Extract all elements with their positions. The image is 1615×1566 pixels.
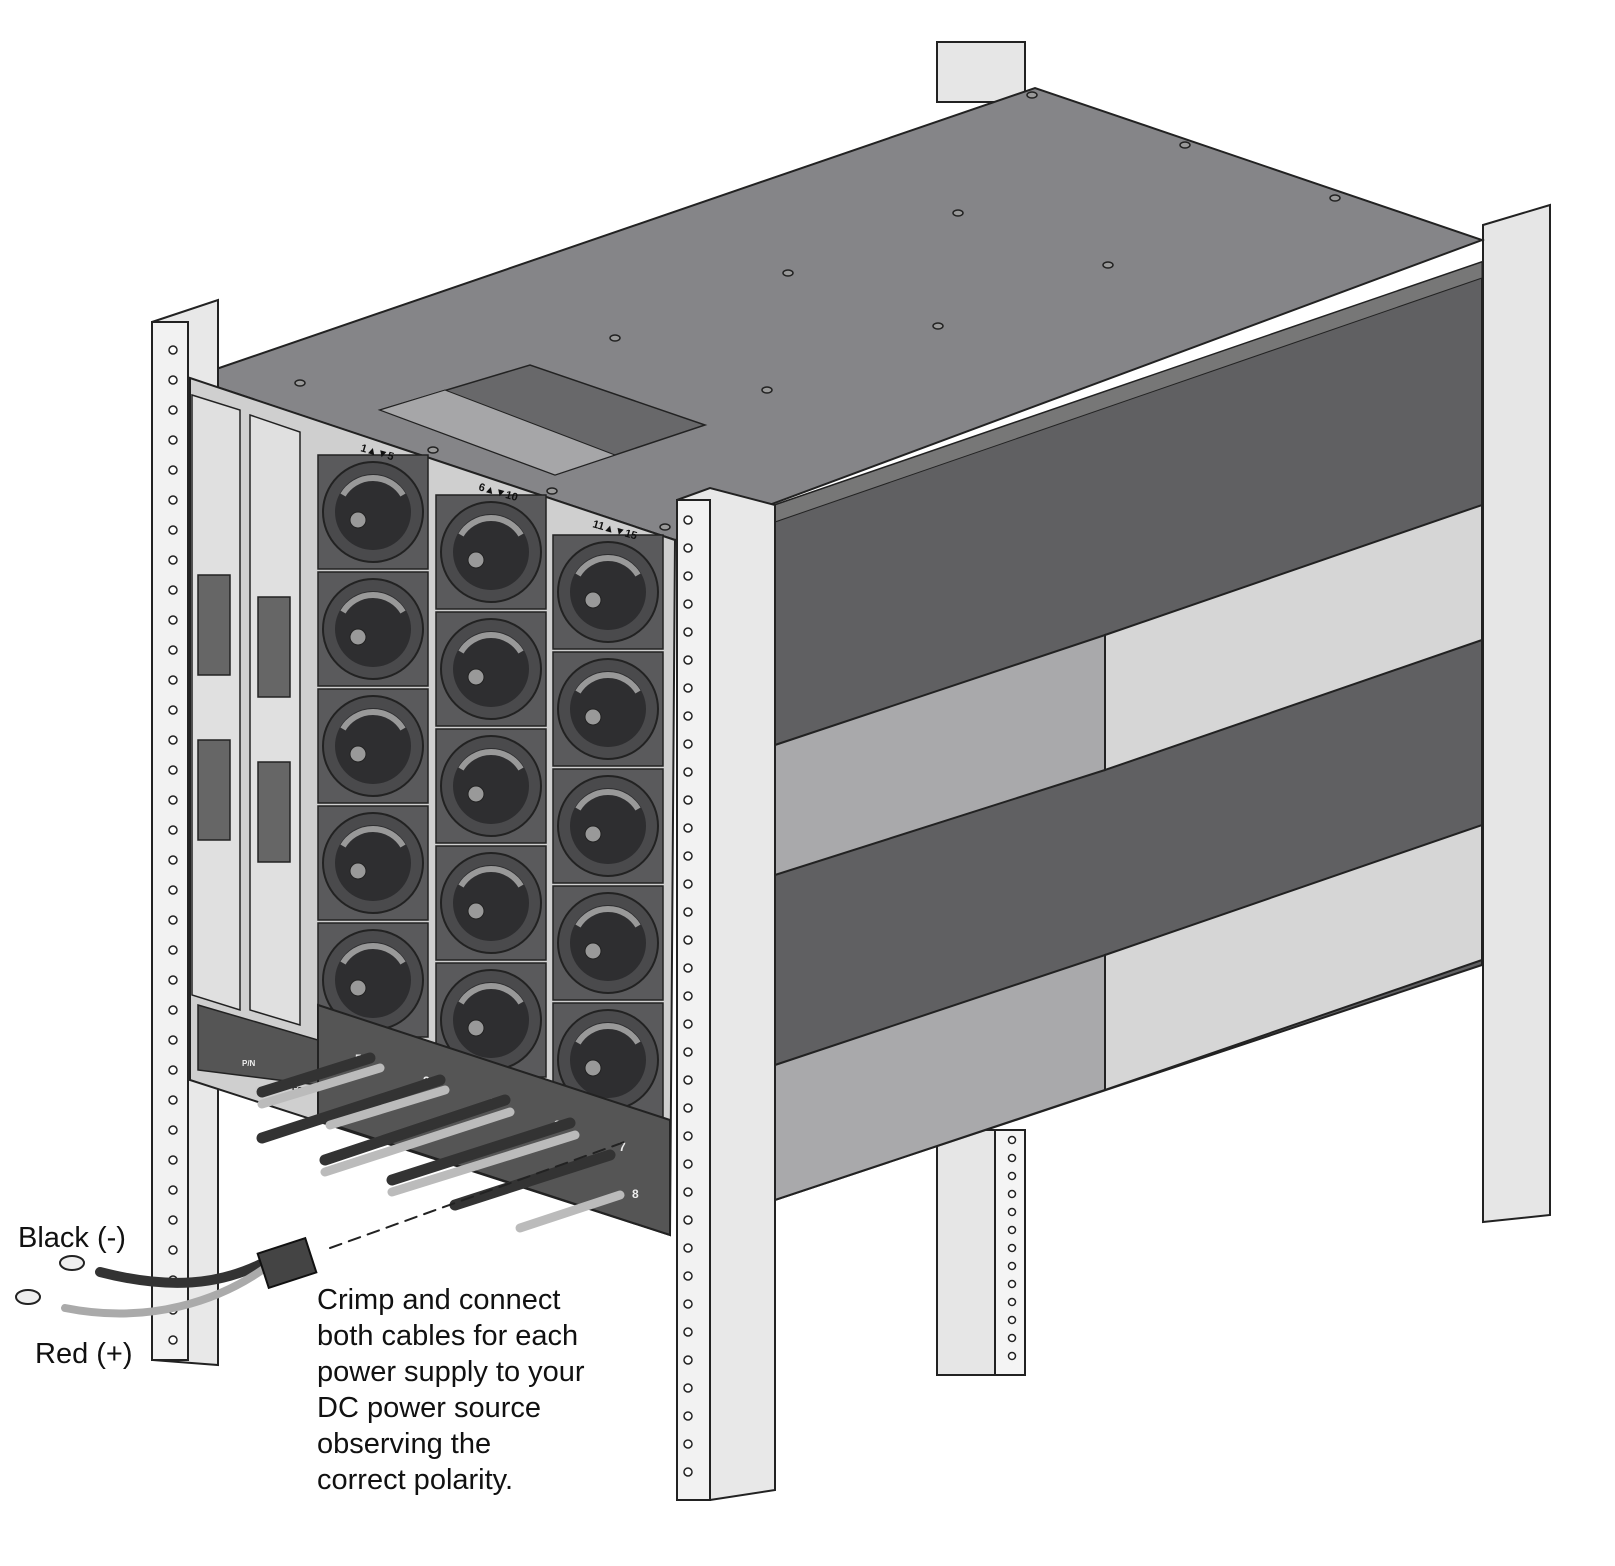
black-ring-terminal	[59, 1255, 85, 1271]
power-cables	[256, 1052, 625, 1233]
rack-post-back-left	[936, 41, 1026, 1376]
fan-icon	[435, 728, 547, 844]
fan-tray	[317, 454, 664, 1118]
instruction-line: observing the	[317, 1428, 492, 1460]
red-ring-terminal	[15, 1289, 41, 1305]
fan-icon	[552, 1002, 664, 1118]
fan-icon	[317, 454, 429, 570]
instruction-line: correct polarity.	[317, 1464, 514, 1496]
red-wire-label: Red (+)	[35, 1338, 133, 1370]
management-cards	[191, 393, 319, 1086]
fan-icon	[435, 611, 547, 727]
instruction-line: Crimp and connect	[317, 1284, 561, 1316]
instruction-callout: Crimp and connect both cables for each p…	[317, 1282, 585, 1498]
instruction-line: both cables for each	[317, 1320, 579, 1352]
dc-connector	[256, 1236, 318, 1290]
side-panels	[774, 503, 1483, 1202]
fan-icon	[552, 885, 664, 1001]
rack-post-front-right	[676, 486, 776, 1501]
fan-icon	[552, 768, 664, 884]
rack-holes	[168, 345, 1017, 1477]
label-pn: P/N	[242, 1059, 256, 1068]
fan-icon	[317, 805, 429, 921]
fan-icon	[435, 494, 547, 610]
instruction-line: power supply to your	[317, 1356, 585, 1388]
instruction-line: DC power source	[317, 1392, 542, 1424]
fan-icon	[435, 845, 547, 961]
black-wire-label: Black (-)	[18, 1222, 126, 1254]
psu-number-7: 7	[619, 1140, 626, 1154]
connection-guide-line	[329, 1139, 631, 1249]
fan-icon	[552, 651, 664, 767]
fan-icon	[552, 534, 664, 650]
rack-post-back-right	[1482, 203, 1551, 1224]
fan-icon	[317, 571, 429, 687]
psu-number-8: 8	[632, 1187, 639, 1201]
fan-icon	[317, 688, 429, 804]
dc-cable-assembly	[15, 1139, 631, 1318]
